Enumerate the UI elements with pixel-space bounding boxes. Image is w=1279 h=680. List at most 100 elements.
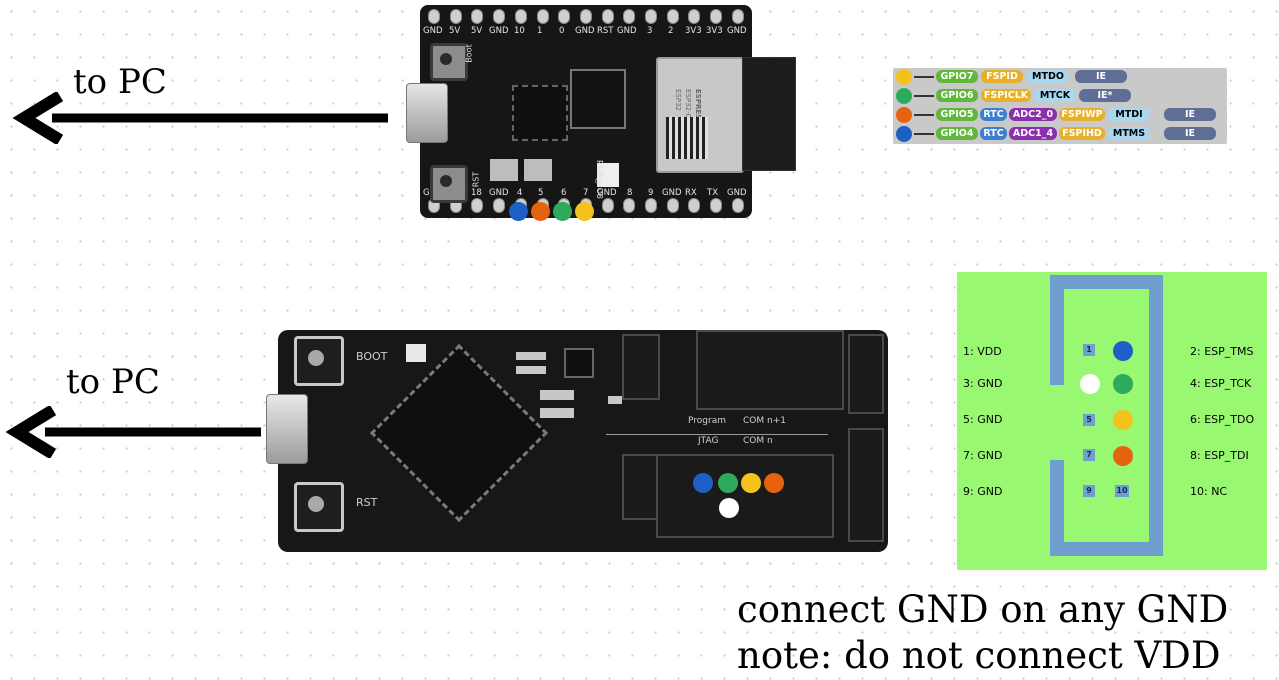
tms-wire-dot bbox=[693, 473, 713, 493]
header-pin bbox=[558, 9, 571, 24]
usb-port-icon bbox=[266, 394, 308, 464]
header-pin bbox=[645, 198, 658, 213]
pin-label: 3 bbox=[647, 26, 653, 36]
pin-function-table: GPIO7 FSPID MTDO IE GPIO6 FSPICLK MTCK I… bbox=[893, 68, 1227, 144]
pin2-label: 2: ESP_TMS bbox=[1190, 345, 1254, 358]
pin-label: RST bbox=[597, 26, 614, 36]
gpio7-marker-dot bbox=[575, 202, 594, 221]
pin1-label: 1: VDD bbox=[963, 345, 1002, 358]
smd-component bbox=[608, 396, 622, 404]
wire-icon bbox=[914, 76, 934, 78]
boot-button[interactable] bbox=[430, 43, 468, 81]
tag-adc: ADC1_4 bbox=[1009, 127, 1057, 140]
smd-component bbox=[524, 159, 552, 181]
button-cap bbox=[440, 53, 452, 65]
header-pin bbox=[579, 9, 592, 24]
header-pin bbox=[471, 198, 484, 213]
pin-label: 8 bbox=[627, 188, 633, 198]
pin-label: GND bbox=[489, 188, 509, 198]
tag-ie: IE bbox=[1164, 108, 1216, 121]
header-pin bbox=[731, 9, 744, 24]
qr-code-icon bbox=[666, 117, 708, 159]
pin-label: RX bbox=[685, 188, 697, 198]
module-code: ESP32 bbox=[674, 89, 682, 111]
smd-component bbox=[516, 352, 546, 360]
boot-button[interactable] bbox=[294, 336, 344, 386]
pinmap-row-gpio5: GPIO5 RTC ADC2_0 FSPIWP MTDI IE bbox=[893, 106, 1227, 124]
com-n1-silkscreen: COM n+1 bbox=[743, 416, 786, 426]
arrow-left-icon bbox=[5, 406, 261, 458]
pinmap-row-gpio6: GPIO6 FSPICLK MTCK IE* bbox=[893, 87, 1227, 105]
rst-button[interactable] bbox=[430, 165, 468, 203]
tdo-wire-dot bbox=[741, 473, 761, 493]
connector-outline bbox=[1050, 275, 1064, 385]
pin10-box: 10 bbox=[1115, 485, 1129, 497]
side-header bbox=[848, 334, 884, 414]
boot-silkscreen: BOOT bbox=[356, 350, 388, 363]
rgb-led bbox=[597, 163, 619, 187]
smd-component bbox=[516, 366, 546, 374]
gpio5-color-dot bbox=[896, 107, 912, 123]
crystal-oscillator bbox=[406, 344, 426, 362]
tag-jtag: MTCK bbox=[1034, 89, 1076, 102]
pin9-label: 9: GND bbox=[963, 485, 1003, 498]
tag-fspi: FSPID bbox=[981, 70, 1023, 83]
header-pin bbox=[688, 9, 701, 24]
tag-gpio: GPIO4 bbox=[936, 127, 978, 140]
silkscreen-divider bbox=[606, 434, 828, 435]
connector-outline bbox=[1050, 275, 1163, 289]
note-vdd: note: do not connect VDD bbox=[737, 634, 1221, 677]
header-pin bbox=[601, 198, 614, 213]
pinmap-row-gpio7: GPIO7 FSPID MTDO IE bbox=[893, 68, 1227, 86]
rst-silkscreen: RST bbox=[356, 496, 378, 509]
pinmap-row-gpio4: GPIO4 RTC ADC1_4 FSPIHD MTMS IE bbox=[893, 125, 1227, 143]
jumper-header bbox=[622, 454, 660, 520]
pin-label: 0 bbox=[559, 26, 565, 36]
pin-label: 7 bbox=[583, 188, 589, 198]
header-pin bbox=[493, 198, 506, 213]
header-pin bbox=[666, 9, 679, 24]
header-pin bbox=[623, 9, 636, 24]
pin5-box: 5 bbox=[1083, 414, 1095, 426]
pin-label: 2 bbox=[668, 26, 674, 36]
arrow-left-icon bbox=[12, 92, 388, 144]
rst-button[interactable] bbox=[294, 482, 344, 532]
to-pc-label-top: to PC bbox=[73, 62, 167, 102]
header-pin bbox=[710, 198, 723, 213]
to-pc-label-bottom: to PC bbox=[66, 362, 160, 402]
gpio6-color-dot bbox=[896, 88, 912, 104]
pin-label: 10 bbox=[514, 26, 525, 36]
smd-component bbox=[540, 390, 574, 400]
gpio7-color-dot bbox=[896, 69, 912, 85]
pin-label: GND bbox=[727, 26, 747, 36]
pin9-box: 9 bbox=[1083, 485, 1095, 497]
jtag-connector bbox=[656, 454, 834, 538]
pin-label: GND bbox=[617, 26, 637, 36]
pin3-gnd-dot bbox=[1080, 374, 1100, 394]
wire-icon bbox=[914, 114, 934, 116]
gpio4-color-dot bbox=[896, 126, 912, 142]
connector-outline bbox=[1050, 460, 1064, 556]
esp32-c3-devboard: GND 5V 5V GND 10 1 0 GND RST GND 3 2 3V3… bbox=[406, 5, 796, 221]
header-pin bbox=[688, 198, 701, 213]
wire-icon bbox=[914, 95, 934, 97]
button-cap bbox=[440, 175, 452, 187]
boot-silkscreen: Boot bbox=[464, 44, 474, 63]
ic-chip bbox=[564, 348, 594, 378]
tag-jtag: MTDI bbox=[1108, 108, 1150, 121]
esp-prog-debugger-board: BOOT RST Program COM n+1 JTAG COM n bbox=[266, 330, 888, 552]
tag-gpio: GPIO6 bbox=[936, 89, 978, 102]
header-pin bbox=[666, 198, 679, 213]
pin4-label: 4: ESP_TCK bbox=[1190, 377, 1252, 390]
button-cap bbox=[308, 496, 324, 512]
program-silkscreen: Program bbox=[688, 416, 726, 426]
pin1-box: 1 bbox=[1083, 344, 1095, 356]
jtag-pinout-diagram: 1: VDD 3: GND 5: GND 7: GND 9: GND 2: ES… bbox=[957, 272, 1267, 570]
header-pin bbox=[536, 9, 549, 24]
pin-label: 3V3 bbox=[706, 26, 723, 36]
pin6-tdo-dot bbox=[1113, 410, 1133, 430]
usb-port-icon bbox=[406, 83, 448, 143]
note-gnd: connect GND on any GND bbox=[737, 588, 1229, 631]
tag-adc: ADC2_0 bbox=[1009, 108, 1057, 121]
connector-outline bbox=[1149, 275, 1163, 556]
